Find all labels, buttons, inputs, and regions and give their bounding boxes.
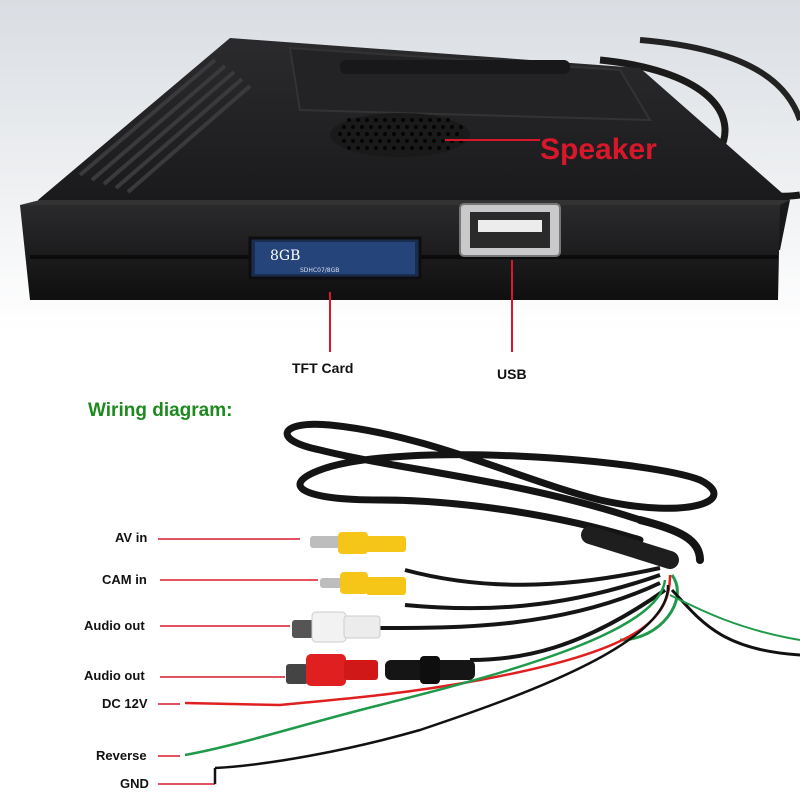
fuse-holder [385, 656, 475, 684]
wiring-diagram-title: Wiring diagram: [88, 400, 233, 421]
usb-port [459, 203, 561, 257]
wiring-callout-lines [158, 538, 318, 785]
monitor-device [20, 38, 790, 300]
label-av-in: AV in [115, 530, 148, 545]
branch-wires [184, 566, 800, 770]
speaker-label: Speaker [540, 133, 657, 166]
speaker-grille [330, 113, 470, 157]
rca-audio-out-red [286, 654, 378, 686]
sd-card: 8GB SDHC07/8GB [248, 236, 422, 280]
main-cable [283, 420, 718, 569]
label-gnd: GND [120, 776, 149, 791]
rca-av-in [310, 532, 406, 554]
rca-cam-in [320, 572, 406, 595]
label-cam-in: CAM in [102, 572, 147, 587]
usb-label: USB [497, 366, 527, 382]
sd-card-subtext: SDHC07/8GB [300, 267, 339, 274]
sd-card-text: 8GB [270, 248, 300, 264]
label-reverse: Reverse [96, 748, 147, 763]
tft-card-label: TFT Card [292, 360, 354, 376]
rear-cable-2 [639, 37, 800, 121]
label-audio-out-2: Audio out [84, 668, 145, 683]
callout-lines [329, 139, 540, 352]
vent-slats [78, 58, 252, 194]
rca-audio-out-white [292, 611, 381, 643]
label-dc-12v: DC 12V [102, 696, 148, 711]
speaker-dots [338, 118, 463, 150]
label-audio-out-1: Audio out [84, 618, 145, 633]
